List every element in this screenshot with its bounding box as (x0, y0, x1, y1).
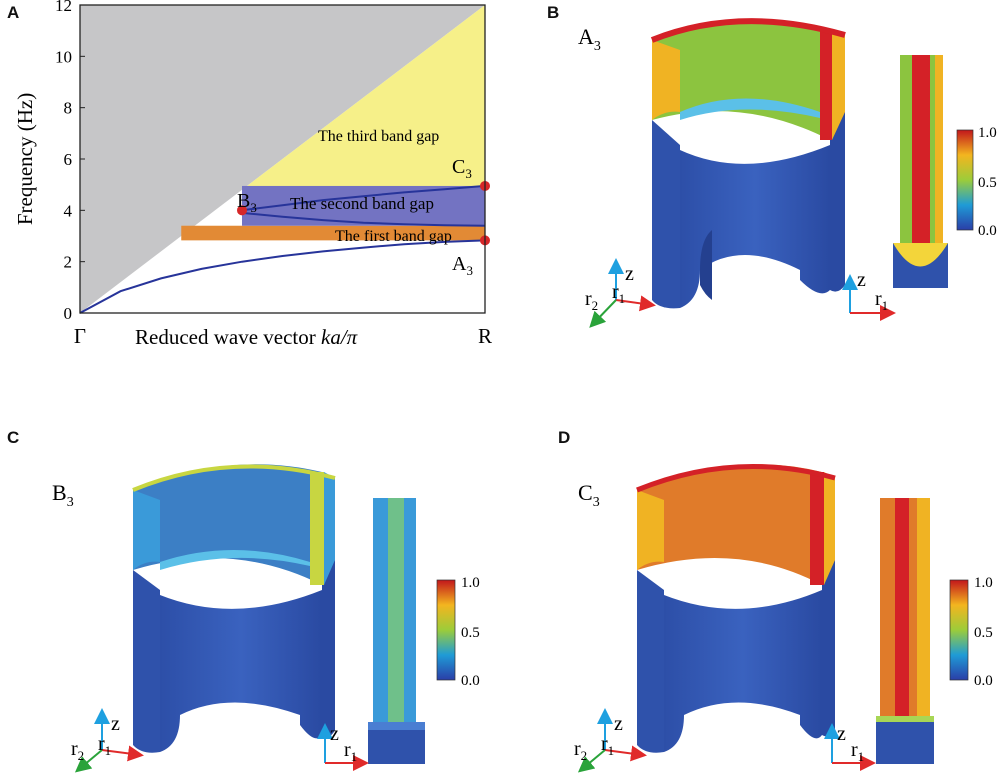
axis-triad-b3-left: z r1 r2 (71, 708, 144, 773)
y-tick-label: 12 (55, 0, 72, 15)
panel-label-d: D (558, 428, 571, 447)
svg-text:r1: r1 (851, 739, 864, 764)
cylinder-model-c3 (636, 463, 836, 753)
third-band-gap-label: The third band gap (318, 128, 439, 145)
svg-text:r1: r1 (875, 288, 888, 313)
svg-text:r1: r1 (344, 739, 357, 764)
panel-label-b: B (547, 3, 560, 22)
cylinder-model-b3 (132, 464, 336, 753)
mode-title-b3: B3 (52, 480, 74, 510)
cross-section-b3 (368, 498, 425, 764)
svg-text:r1: r1 (601, 733, 614, 758)
svg-text:0.0: 0.0 (974, 673, 993, 689)
axis-triad-b3-right: z r1 (317, 723, 369, 771)
svg-text:z: z (330, 723, 339, 745)
axis-triad-a3-right: z r1 (842, 269, 896, 321)
svg-text:z: z (625, 263, 634, 285)
third-band-gap-region (247, 5, 485, 186)
mode-point-b3 (237, 205, 247, 216)
cross-section-c3 (876, 498, 934, 764)
x-axis-label: Reduced wave vector ka/π (135, 325, 358, 349)
panel-label-c: C (7, 428, 20, 447)
mode-surface-top-c3 (637, 464, 822, 585)
point-label-b3: B3 (237, 190, 257, 215)
svg-text:z: z (857, 269, 866, 291)
y-tick-label: 2 (64, 253, 73, 272)
y-tick-label: 4 (64, 201, 73, 220)
y-tick-label: 8 (64, 99, 73, 118)
colorbar-b3: 1.0 0.5 0.0 (436, 575, 480, 689)
mode-panel-b3: B3 1.0 0.5 0.0 z (52, 464, 480, 773)
mode-panel-c3: C3 1.0 0.5 0.0 z (574, 463, 993, 773)
mode-panel-a3: A3 1.0 0.5 0.0 (578, 18, 997, 328)
colorbar-a3: 1.0 0.5 0.0 (956, 125, 997, 239)
svg-text:z: z (111, 713, 120, 735)
svg-text:r2: r2 (574, 738, 587, 763)
svg-text:z: z (837, 723, 846, 745)
y-tick-label: 0 (64, 304, 73, 323)
first-band-gap-label: The first band gap (335, 228, 452, 245)
svg-text:0.5: 0.5 (978, 175, 997, 191)
y-tick-label: 10 (55, 47, 72, 66)
axis-triad-c3-left: z r1 r2 (574, 708, 647, 773)
mode-title-a3: A3 (578, 24, 601, 54)
cross-section-a3 (893, 55, 948, 288)
svg-text:r2: r2 (71, 738, 84, 763)
mode-title-c3: C3 (578, 480, 600, 510)
y-tick-label: 6 (64, 150, 73, 169)
axis-triad-c3-right: z r1 (824, 723, 876, 771)
svg-text:0.5: 0.5 (974, 625, 993, 641)
x-tick-label: Γ (74, 324, 86, 348)
svg-text:0.5: 0.5 (461, 625, 480, 641)
svg-text:1.0: 1.0 (974, 575, 993, 591)
axis-triad-a3-left: z r1 r2 (585, 258, 656, 328)
svg-text:0.0: 0.0 (978, 223, 997, 239)
second-band-gap-label: The second band gap (290, 194, 434, 213)
svg-text:r2: r2 (585, 288, 598, 313)
cylinder-model-a3 (650, 18, 846, 309)
svg-text:0.0: 0.0 (461, 673, 480, 689)
panel-label-a: A (7, 3, 20, 22)
point-label-a3: A3 (452, 253, 473, 278)
svg-text:1.0: 1.0 (978, 125, 997, 141)
first-band-gap (181, 225, 485, 241)
svg-text:1.0: 1.0 (461, 575, 480, 591)
dispersion-curves (79, 184, 486, 314)
svg-text:z: z (614, 713, 623, 735)
y-axis-label: Frequency (Hz) (13, 93, 37, 225)
svg-text:r1: r1 (98, 733, 111, 758)
dispersion-curve-2 (241, 211, 486, 227)
colorbar-c3: 1.0 0.5 0.0 (949, 575, 993, 689)
dispersion-curve-1 (79, 239, 486, 314)
point-label-c3: C3 (452, 156, 472, 181)
dispersion-curve-3 (241, 184, 486, 212)
y-axis-ticks: 0 2 4 6 8 10 12 (55, 0, 85, 323)
x-tick-label: R (478, 324, 492, 348)
svg-text:r1: r1 (612, 281, 625, 306)
